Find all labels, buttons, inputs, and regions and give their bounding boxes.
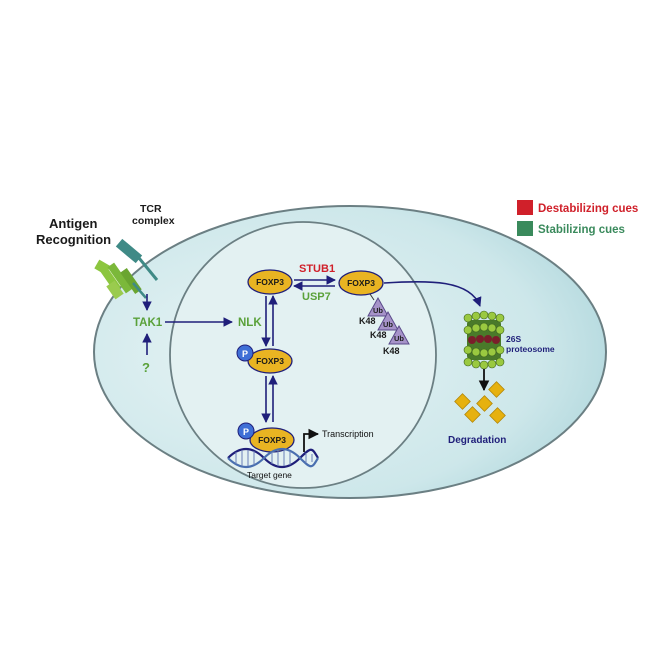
usp7-label: USP7 (302, 291, 331, 303)
ub-label-2: Ub (383, 320, 393, 329)
legend-stabilizing-swatch (517, 221, 533, 236)
question-label: ? (142, 360, 150, 375)
foxp3-node-1-label: FOXP3 (256, 277, 284, 287)
phospho-circle-1 (236, 344, 254, 362)
foxp3-node-ubiquitinated-label: FOXP3 (347, 278, 375, 288)
tcr-complex-icon (94, 238, 159, 300)
phospho-label-1: P (242, 349, 248, 359)
phospho-circle-2 (237, 422, 255, 440)
proteasome-label-line1: 26S (506, 334, 521, 344)
legend-destabilizing-swatch (517, 200, 533, 215)
nlk-label: NLK (238, 317, 262, 329)
ubiquitin-chain: Ub Ub Ub (367, 293, 410, 345)
ub-label-3: Ub (394, 334, 404, 343)
transcription-arrow (303, 428, 320, 452)
stub1-label: STUB1 (299, 263, 335, 275)
target-gene-label: Target gene (247, 470, 292, 480)
proteasome-label-line2: proteosome (506, 344, 555, 354)
dna-helix-icon (227, 447, 319, 469)
k48-label-1: K48 (359, 316, 376, 326)
proteasome-icon (463, 310, 505, 370)
arrow-to-proteasome (383, 280, 482, 307)
foxp3-node-ubiquitinated (338, 270, 384, 296)
k48-label-2: K48 (370, 330, 387, 340)
phospho-label-2: P (243, 427, 249, 437)
foxp3-node-1 (247, 269, 293, 295)
legend-stabilizing-label: Stabilizing cues (538, 224, 625, 236)
k48-label-3: K48 (383, 346, 400, 356)
degraded-peptides (454, 381, 506, 424)
foxp3-node-phospho (247, 348, 293, 374)
antigen-label-line1: Antigen (49, 216, 97, 231)
tcr-label-line1: TCR (140, 203, 162, 215)
degradation-label: Degradation (448, 435, 506, 446)
foxp3-node-phospho-label: FOXP3 (256, 356, 284, 366)
legend-destabilizing-label: Destabilizing cues (538, 203, 638, 215)
tak1-label: TAK1 (133, 317, 163, 329)
foxp3-node-dna-bound-label: FOXP3 (258, 435, 286, 445)
ub-label-1: Ub (373, 306, 383, 315)
antigen-label-line2: Recognition (36, 232, 111, 247)
tcr-label-line2: complex (132, 215, 175, 227)
transcription-label: Transcription (322, 429, 374, 439)
